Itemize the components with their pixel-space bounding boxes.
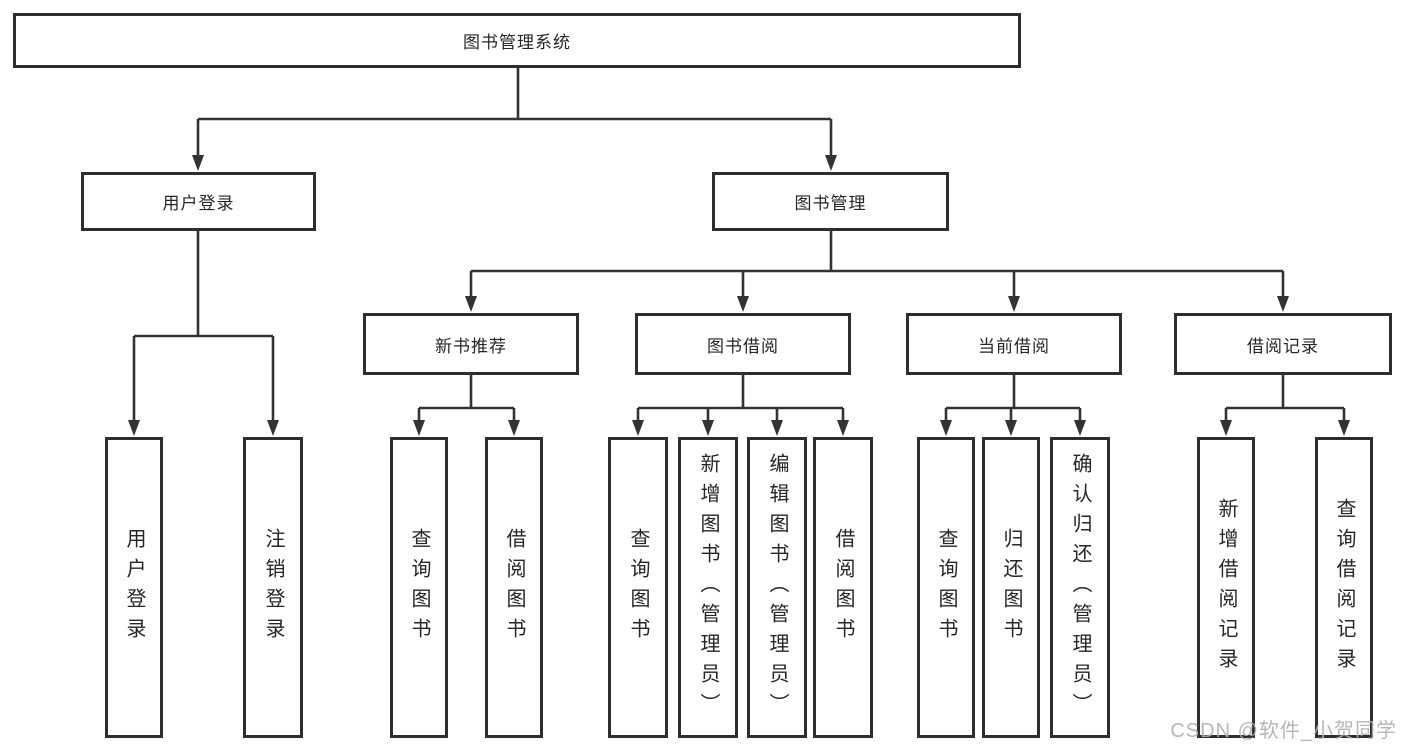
leaf-newbook-query-books: 查询图书 [390,437,448,738]
leaf-user-login: 用户登录 [105,437,163,738]
leaf-current-confirm-return-admin: 确认归还（管理员） [1050,437,1110,738]
node-book-management-module: 图书管理 [712,172,949,231]
leaf-logout: 注销登录 [243,437,303,738]
leaf-newbook-borrow-books: 借阅图书 [485,437,543,738]
leaf-borrowing-borrow-books: 借阅图书 [813,437,873,738]
leaf-records-query-record: 查询借阅记录 [1315,437,1373,738]
node-current-borrowing: 当前借阅 [906,313,1122,375]
leaf-borrowing-query-books: 查询图书 [608,437,668,738]
leaf-current-return-books: 归还图书 [982,437,1040,738]
leaf-borrowing-add-books-admin: 新增图书（管理员） [678,437,738,738]
node-new-book-recommendation: 新书推荐 [363,313,579,375]
node-book-borrowing: 图书借阅 [635,313,851,375]
node-user-login-module: 用户登录 [81,172,316,231]
leaf-current-query-books: 查询图书 [917,437,975,738]
leaf-borrowing-edit-books-admin: 编辑图书（管理员） [747,437,807,738]
leaf-records-add-record: 新增借阅记录 [1197,437,1255,738]
csdn-watermark: CSDN @软件_小贺同学 [1170,720,1397,742]
node-borrowing-records: 借阅记录 [1174,313,1392,375]
node-library-management-system: 图书管理系统 [13,13,1021,68]
